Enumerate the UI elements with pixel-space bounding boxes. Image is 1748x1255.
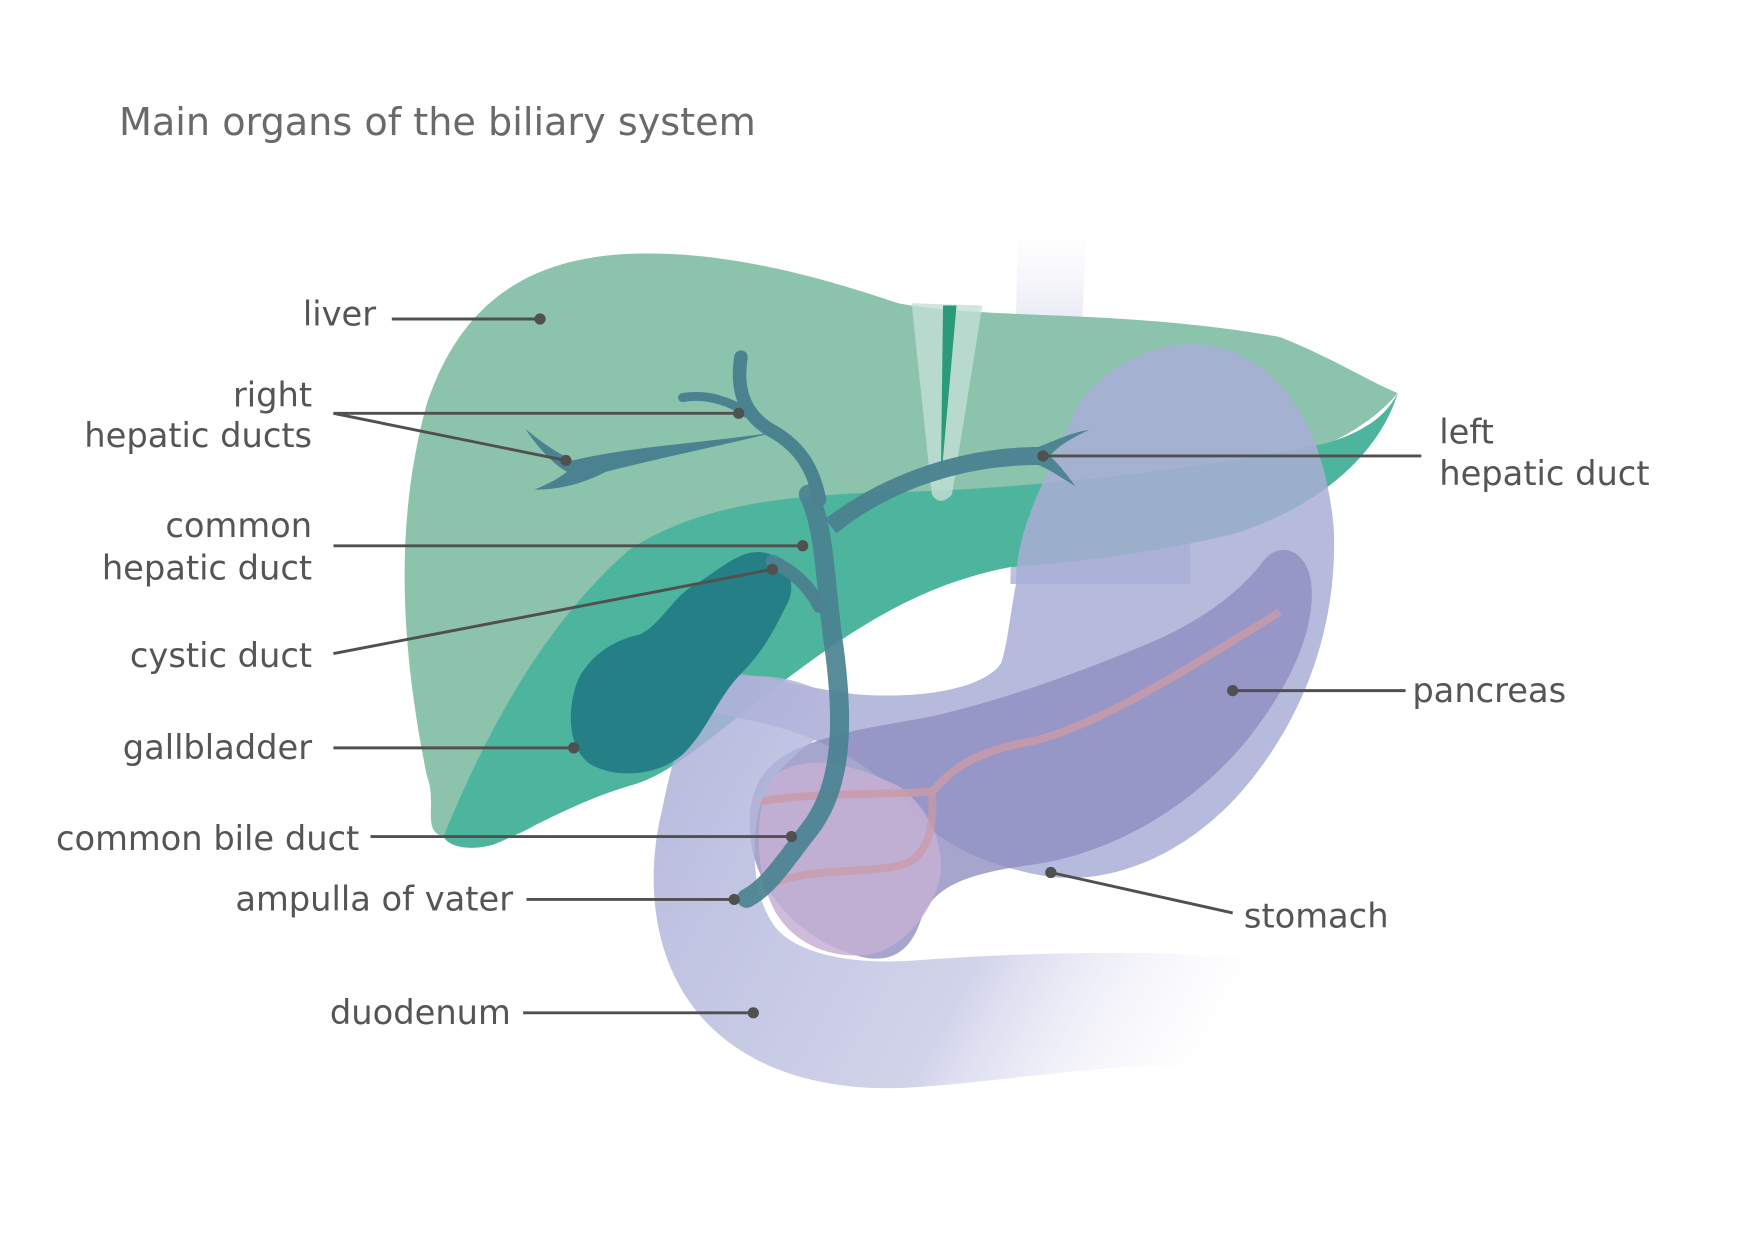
label-left-hepatic-duct-line1: left <box>1439 413 1494 452</box>
common-bile-duct <box>737 484 850 908</box>
leader-cystic-duct <box>333 563 779 656</box>
right-hepatic-duct-lower <box>525 429 775 490</box>
pancreas-head-shape <box>758 762 941 956</box>
leader-duodenum <box>523 1007 759 1019</box>
label-duodenum: duodenum <box>330 993 511 1032</box>
label-left-hepatic-duct-line2: hepatic duct <box>1439 454 1649 493</box>
label-pancreas: pancreas <box>1412 671 1566 710</box>
label-cystic-duct: cystic duct <box>130 636 312 675</box>
leader-right-hepatic-ducts <box>333 407 745 467</box>
duodenum-shape <box>653 675 1347 1179</box>
label-common-hepatic-duct-line2: hepatic duct <box>102 548 312 587</box>
left-hepatic-duct <box>825 430 1089 534</box>
pancreatic-duct-lower <box>761 791 937 891</box>
label-ampulla-of-vater: ampulla of vater <box>235 880 513 919</box>
label-liver: liver <box>303 295 376 334</box>
gallbladder-shape <box>570 551 792 774</box>
label-gallbladder: gallbladder <box>123 728 313 767</box>
leader-gallbladder <box>333 742 580 754</box>
leader-pancreas <box>1227 685 1406 697</box>
leader-liver <box>391 313 546 325</box>
label-common-bile-duct: common bile duct <box>56 819 359 858</box>
leader-stomach <box>1045 866 1234 915</box>
pancreatic-duct <box>751 608 1282 807</box>
cystic-duct <box>765 554 827 614</box>
leader-ampulla-of-vater <box>526 893 740 906</box>
label-right-hepatic-ducts-line1: right <box>233 376 312 415</box>
label-stomach: stomach <box>1244 896 1389 935</box>
leader-common-hepatic-duct <box>333 540 809 552</box>
leader-left-hepatic-duct <box>1037 450 1422 462</box>
label-right-hepatic-ducts-line2: hepatic ducts <box>84 416 312 455</box>
label-common-hepatic-duct-line1: common <box>165 506 312 545</box>
leader-common-bile-duct <box>370 830 798 843</box>
diagram-title: Main organs of the biliary system <box>119 101 756 145</box>
